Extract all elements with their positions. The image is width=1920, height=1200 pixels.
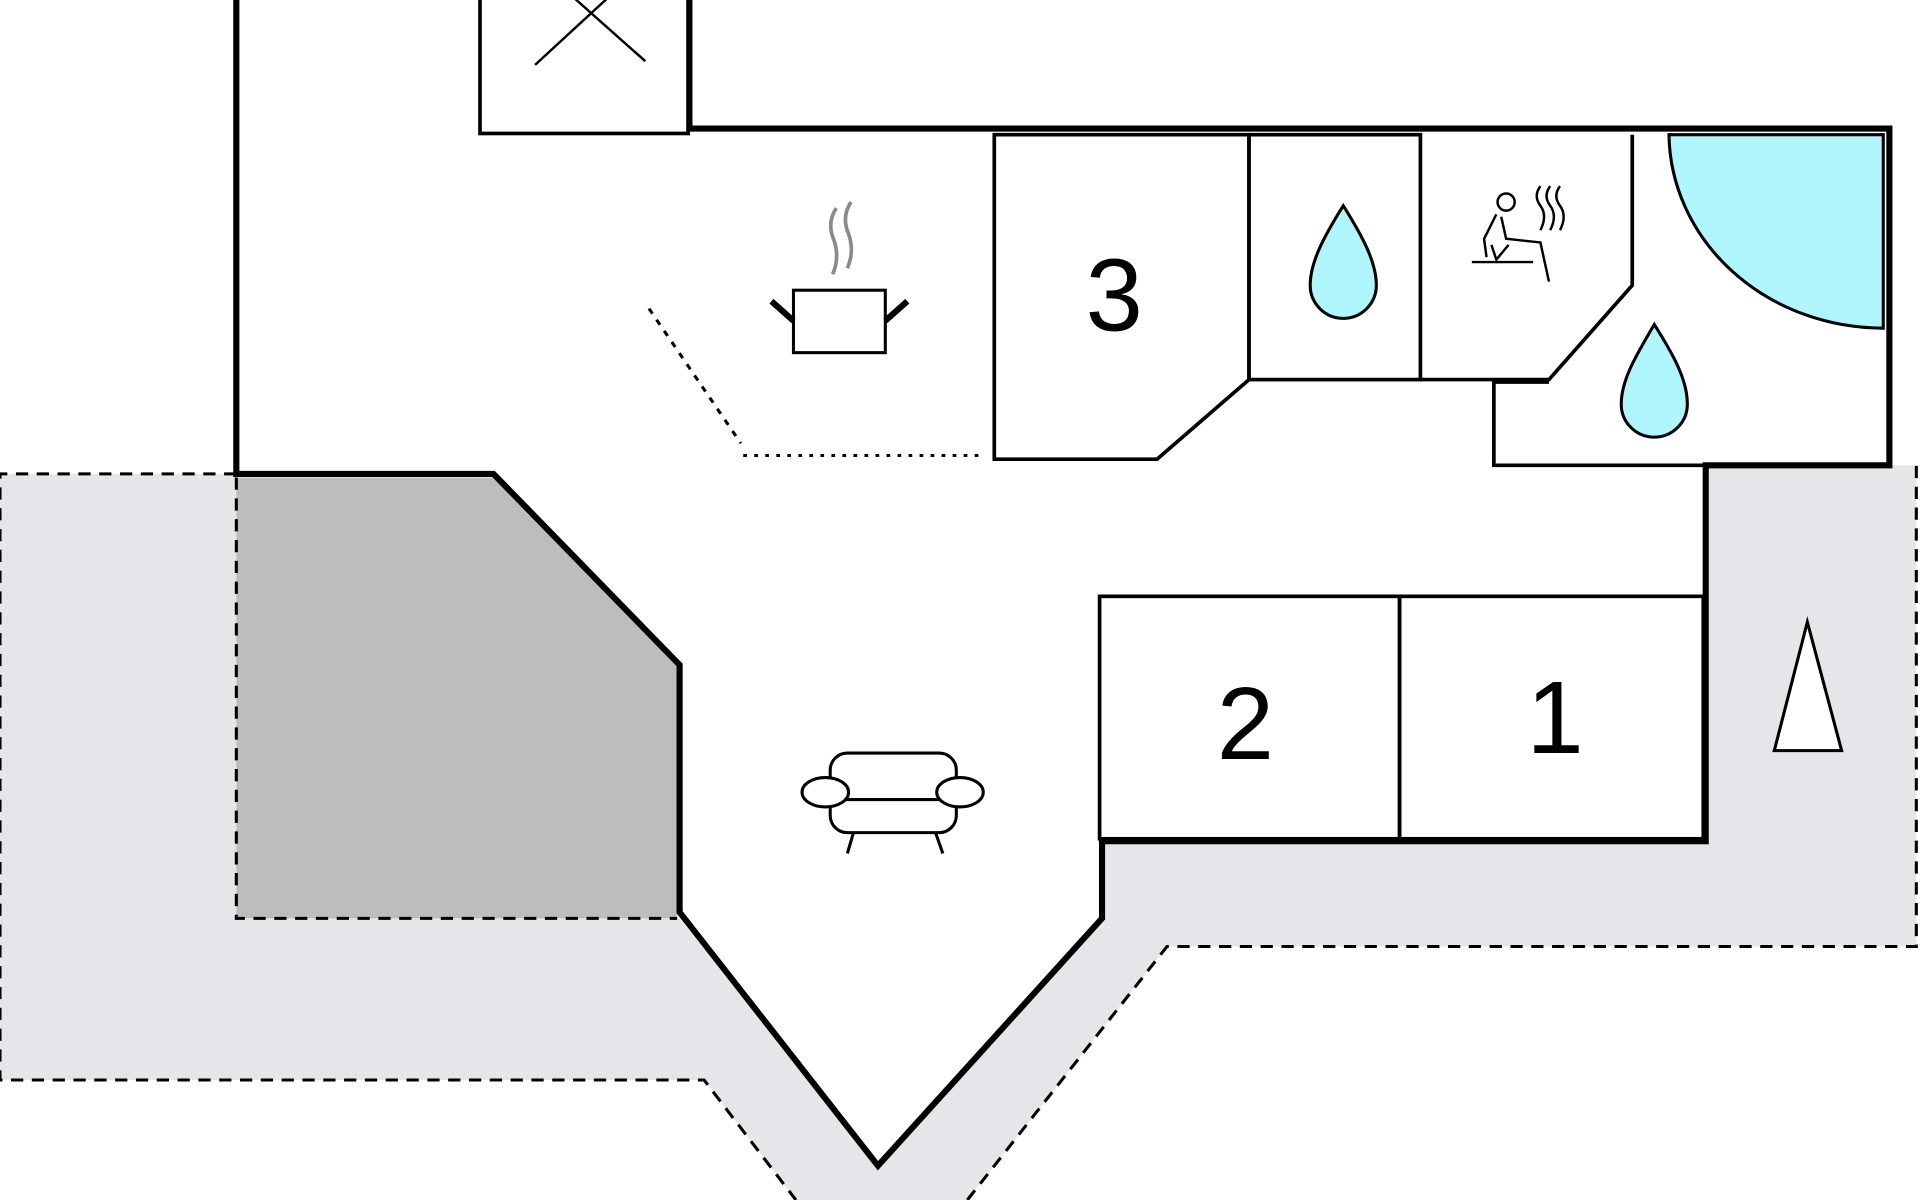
kitchen-counter-edge	[647, 307, 743, 445]
bedroom-1	[1397, 594, 1706, 841]
sauna-icon	[1471, 185, 1565, 282]
void-x-icon	[534, 0, 647, 66]
terrace-outline	[0, 472, 798, 1200]
bedroom-3	[992, 132, 1251, 462]
covered-terrace	[236, 477, 678, 919]
bedroom-2-label: 2	[1217, 666, 1274, 781]
terrace-area	[0, 465, 1917, 1200]
bathroom-drop-icon	[1308, 202, 1378, 320]
stair-triangle-icon	[1772, 615, 1844, 753]
bedroom-1-label: 1	[1527, 660, 1584, 775]
sofa-icon	[800, 751, 985, 854]
bedroom-3-label: 3	[1086, 238, 1143, 353]
terrace-outline-right	[966, 462, 1918, 1200]
outer-wall	[233, 0, 1893, 1171]
sauna-room	[1420, 134, 1635, 382]
bathroom	[1247, 132, 1423, 382]
bathroom-drop-icon-2	[1619, 321, 1689, 439]
bathroom-2	[1492, 380, 1706, 468]
covered-terrace-outline	[234, 477, 678, 920]
kitchen-pot-icon	[769, 201, 910, 355]
pool-icon	[1667, 133, 1885, 330]
